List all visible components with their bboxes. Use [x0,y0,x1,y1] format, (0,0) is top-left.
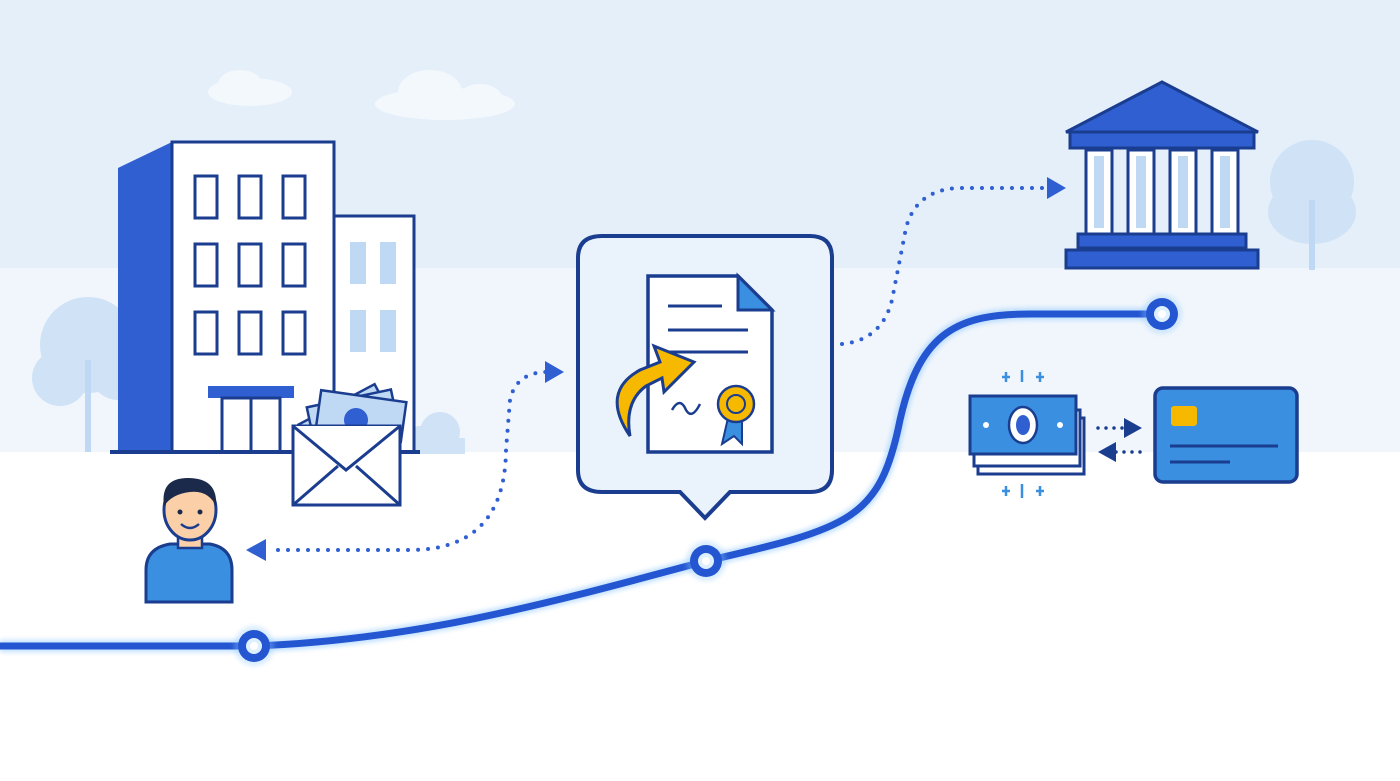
column-groove [1178,156,1188,228]
timeline-node-icon [1142,294,1182,334]
timeline-node-icon [234,626,274,666]
window [281,242,307,288]
arrowhead-left [246,539,266,561]
cloud-left [208,70,292,106]
column-groove [1094,156,1104,228]
bank-building-icon [1064,80,1260,270]
window [193,242,219,288]
person-icon [144,478,234,604]
cloud-center [375,70,515,120]
timeline-line [0,310,1166,650]
office-building-icon [110,140,420,454]
column-groove [1220,156,1230,228]
exchange-arrows [1096,418,1144,462]
window [237,242,263,288]
window [193,310,219,356]
money-envelope-icon [291,382,408,507]
arrowhead-right-bank [1047,177,1066,199]
window [193,174,219,220]
arrowhead-right-doc [545,361,564,383]
column-groove [1136,156,1146,228]
credit-card-icon [1153,386,1299,484]
window [281,310,307,356]
document-transfer-icon [576,234,834,521]
window [281,174,307,220]
cash-stack-icon [968,370,1086,498]
flow-arrow-to-bank [840,186,1046,346]
timeline-node-icon [686,541,726,581]
tree-right [1268,140,1356,270]
window [237,310,263,356]
window [237,174,263,220]
